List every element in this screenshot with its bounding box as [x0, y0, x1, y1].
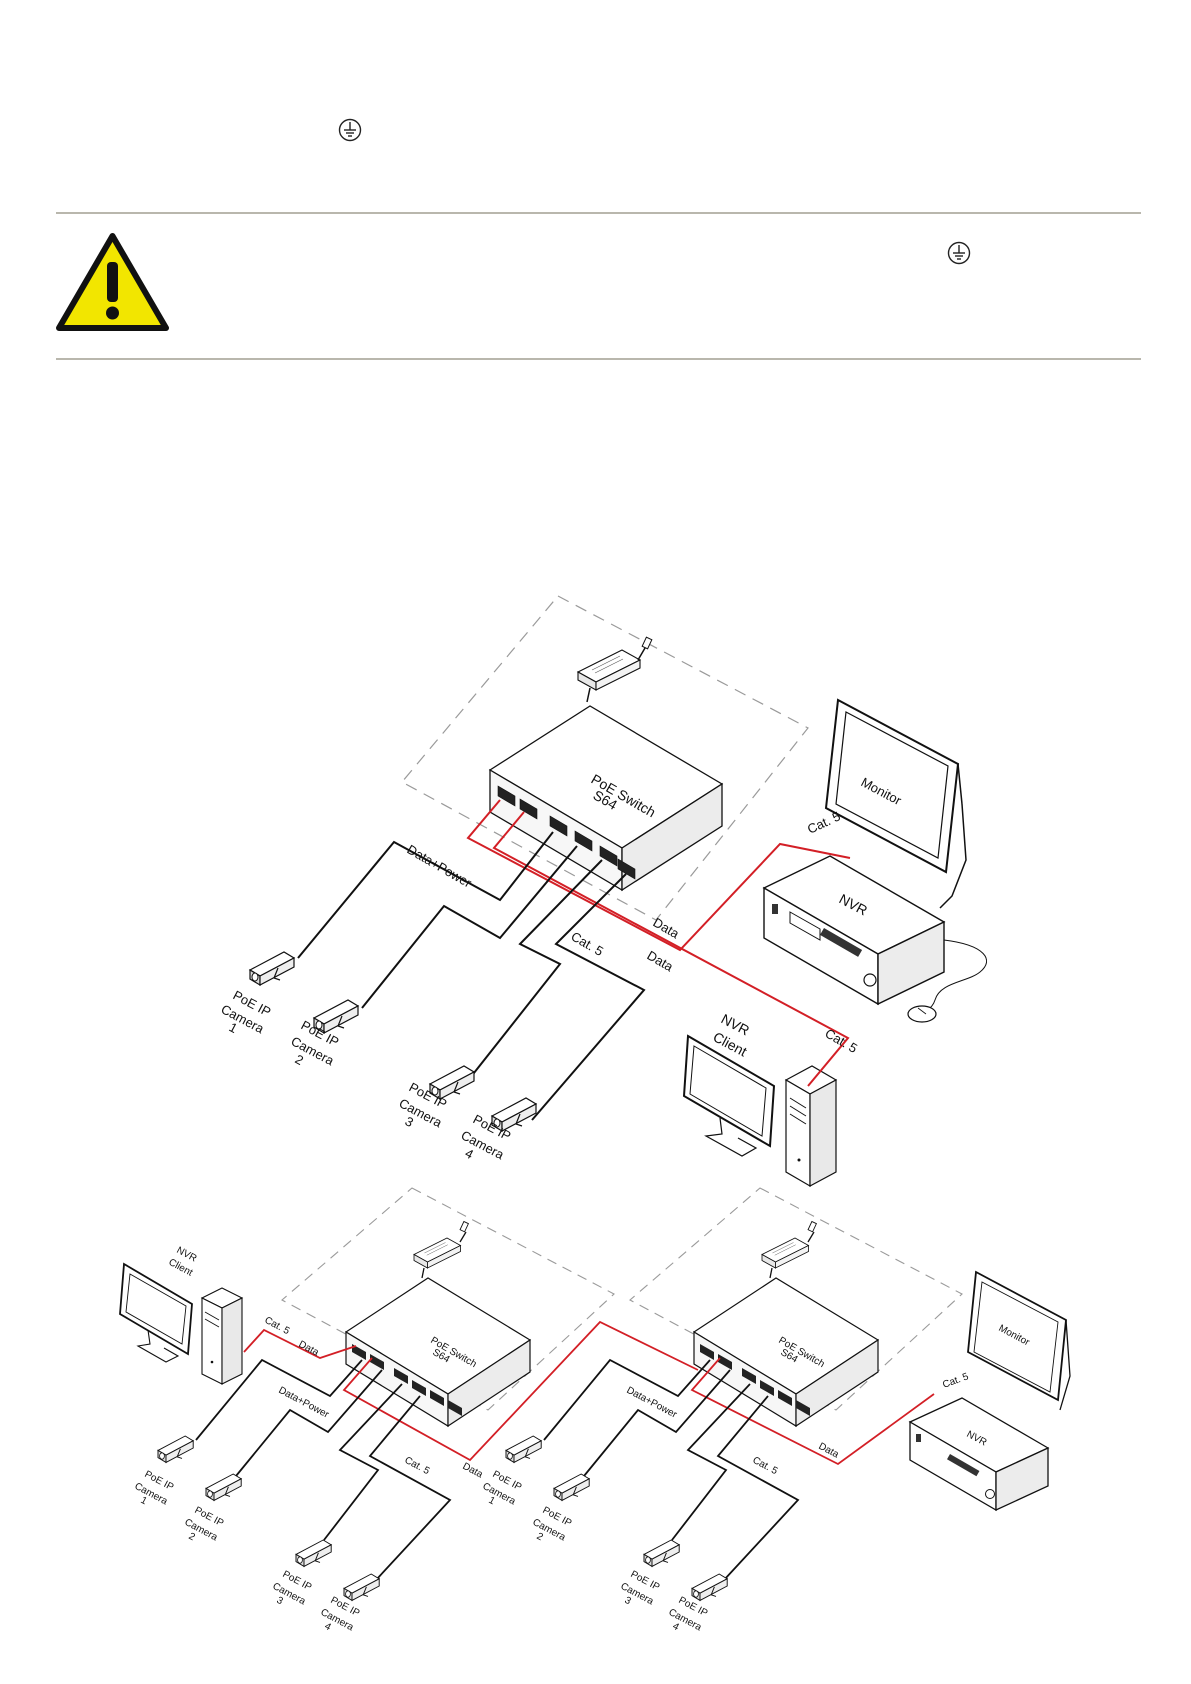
cable-label-cat5: Cat. 5 — [751, 1455, 780, 1477]
switch-ports — [352, 1344, 462, 1416]
camera-2-label: PoE IP Camera 2 — [531, 1505, 574, 1544]
red-cables — [690, 1357, 935, 1466]
cable-label-data: Data — [645, 948, 677, 975]
camera-label-line: 3 — [403, 1113, 416, 1130]
nvr-unit: NVR — [762, 855, 946, 1006]
red-cables — [243, 1320, 699, 1462]
camera-1 — [249, 951, 295, 986]
power-supply — [577, 649, 641, 691]
camera-1-label: PoE IP Camera 1 — [219, 987, 274, 1036]
camera-2 — [553, 1473, 590, 1501]
switch-ports — [497, 785, 636, 880]
cable-label-data: Data — [461, 1461, 485, 1481]
nvr-client-pc: NVR Client — [682, 1011, 838, 1188]
mouse-icon — [907, 1005, 937, 1023]
camera-1-label: PoE IP Camera 1 — [481, 1469, 524, 1508]
nvr-client-pc: NVR Client — [119, 1245, 244, 1385]
camera-4 — [691, 1573, 728, 1601]
camera-label-line: 1 — [227, 1019, 240, 1036]
diagram-2: PoE Switch S64 NVR Client Cat. 5 — [119, 1187, 699, 1634]
camera-label-line: 3 — [623, 1595, 633, 1608]
cable-label-cat5: Cat. 5 — [403, 1455, 432, 1477]
caution-bottom-rule — [56, 358, 1141, 360]
camera-label-line: 2 — [535, 1531, 545, 1544]
poe-switch: PoE Switch S64 — [692, 1277, 880, 1428]
caution-top-rule — [56, 212, 1141, 214]
camera-2-label: PoE IP Camera 2 — [183, 1505, 226, 1544]
diagram-1: PoE Switch S64 Monitor NVR — [219, 595, 987, 1188]
black-cables — [297, 831, 646, 1121]
red-cables — [466, 799, 851, 1087]
cable-label-data-power: Data+Power — [405, 842, 475, 891]
camera-3 — [295, 1539, 332, 1567]
camera-label-line: 4 — [463, 1145, 476, 1162]
cable-label-cat5: Cat. 5 — [941, 1371, 970, 1391]
protective-earth-icon — [338, 118, 362, 142]
camera-1 — [505, 1435, 542, 1463]
camera-label-line: 1 — [139, 1495, 149, 1508]
camera-1-label: PoE IP Camera 1 — [133, 1469, 176, 1508]
camera-4 — [343, 1573, 380, 1601]
protective-earth-icon — [947, 241, 971, 265]
black-cables — [543, 1358, 800, 1581]
switch-ports — [700, 1344, 810, 1416]
poe-switch: PoE Switch S64 — [344, 1277, 532, 1428]
cable-label-cat5: Cat. 5 — [263, 1315, 292, 1337]
monitor: Monitor — [824, 698, 967, 909]
camera-label-line: 2 — [187, 1531, 197, 1544]
power-supply — [413, 1237, 461, 1269]
power-zone-outline — [629, 1187, 963, 1411]
camera-label-line: 1 — [487, 1495, 497, 1508]
cable-label-cat5: Cat. 5 — [823, 1026, 861, 1056]
power-supply — [761, 1237, 809, 1269]
camera-2 — [205, 1473, 242, 1501]
nvr-unit: NVR — [908, 1397, 1050, 1512]
camera-3-label: PoE IP Camera 3 — [271, 1569, 314, 1608]
camera-4-label: PoE IP Camera 4 — [319, 1595, 362, 1634]
diagram-3: PoE Switch S64 Monitor NVR Data+ — [481, 1187, 1071, 1634]
camera-label-line: 3 — [275, 1595, 285, 1608]
camera-3 — [643, 1539, 680, 1567]
monitor: Monitor — [967, 1270, 1071, 1411]
poe-switch: PoE Switch S64 — [488, 705, 724, 892]
camera-label-line: 4 — [323, 1621, 333, 1634]
camera-label-line: 2 — [293, 1051, 306, 1068]
camera-label-line: 4 — [671, 1621, 681, 1634]
warning-triangle-icon — [56, 233, 169, 331]
camera-3-label: PoE IP Camera 3 — [619, 1569, 662, 1608]
power-zone-outline — [281, 1187, 615, 1411]
camera-4-label: PoE IP Camera 4 — [667, 1595, 710, 1634]
cable-label-data: Data — [817, 1441, 841, 1461]
cable-label-cat5: Cat. 5 — [805, 808, 843, 836]
black-cables — [195, 1358, 452, 1581]
camera-1 — [157, 1435, 194, 1463]
power-zone-outline — [401, 595, 809, 921]
